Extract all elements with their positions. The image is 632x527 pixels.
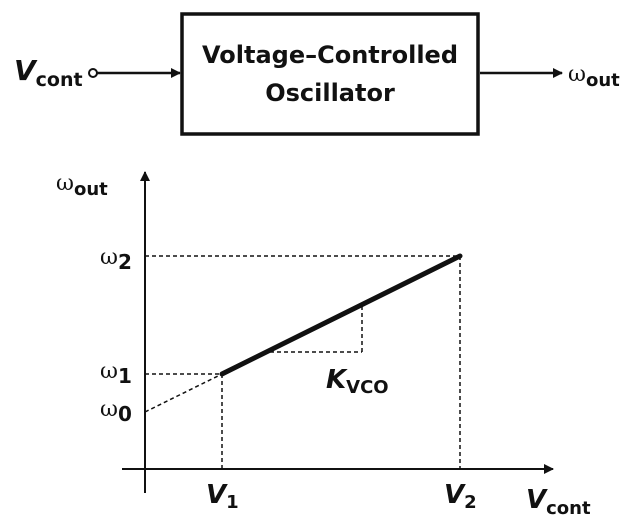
x-tick-v2-var: V	[444, 480, 466, 510]
block-input-label: Vcont	[14, 54, 83, 91]
y-tick-omega2-sub: 2	[118, 250, 132, 274]
oscillator-title-line1: Voltage–Controlled	[202, 41, 458, 69]
y-tick-omega1-sub: 1	[118, 364, 132, 388]
x-axis-label: Vcont	[526, 485, 591, 519]
y-axis-sym: ω	[56, 171, 74, 196]
x-tick-v1: V1	[206, 480, 239, 513]
y-axis-label: ωout	[56, 171, 108, 200]
characteristic-graph: ωout Vcont ω2 ω1 ω0 V1 V2	[56, 171, 591, 519]
block-input-sub: cont	[36, 69, 83, 91]
slope-label: KVCO	[326, 365, 389, 398]
x-tick-v2: V2	[444, 480, 477, 513]
x-axis-var: V	[526, 485, 548, 515]
y-axis-sub: out	[74, 179, 108, 200]
slope-sub: VCO	[346, 377, 388, 398]
oscillator-box	[180, 12, 480, 136]
y-tick-omega1: ω1	[100, 359, 132, 388]
y-tick-omega1-sym: ω	[100, 359, 118, 384]
block-output-sym: ω	[568, 62, 586, 87]
x-axis-sub: cont	[546, 498, 591, 519]
input-terminal-circle	[88, 68, 98, 78]
extrapolation-line	[144, 373, 223, 413]
y-tick-omega2-sym: ω	[100, 245, 118, 270]
block-output-label: ωout	[568, 62, 620, 91]
y-tick-omega0: ω0	[100, 397, 132, 426]
y-tick-omega0-sym: ω	[100, 397, 118, 422]
y-tick-omega2: ω2	[100, 245, 132, 274]
y-tick-omega0-sub: 0	[118, 402, 132, 426]
vco-characteristic-line	[219, 253, 463, 377]
block-output-sub: out	[586, 70, 620, 91]
slope-var: K	[326, 365, 348, 395]
oscillator-title-line2: Oscillator	[265, 79, 395, 107]
x-tick-v2-sub: 2	[464, 492, 477, 513]
x-tick-v1-sub: 1	[226, 492, 239, 513]
block-input-var: V	[14, 54, 38, 87]
x-tick-v1-var: V	[206, 480, 228, 510]
vco-block-section: Vcont Voltage–Controlled Oscillator ωout	[14, 12, 620, 136]
